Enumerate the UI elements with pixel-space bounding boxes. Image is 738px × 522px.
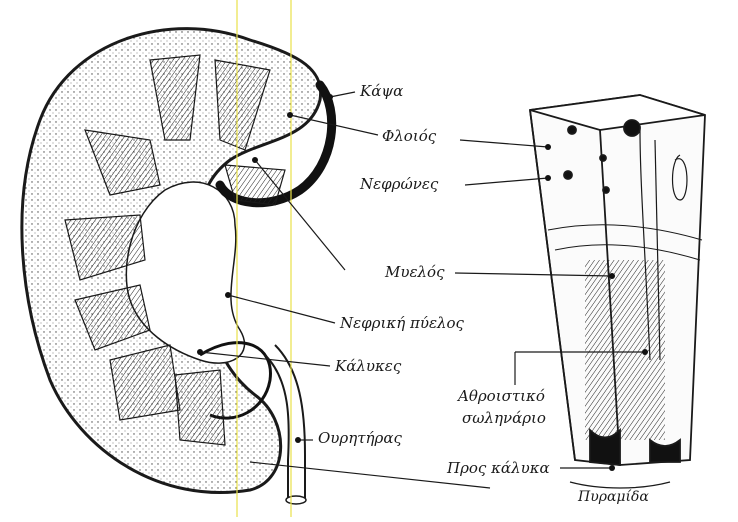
label-ureter: Ουρητήρας [318,430,402,447]
leader-medulla-left [255,160,345,270]
label-calyces: Κάλυκες [335,358,401,375]
label-pyramid: Πυραμίδα [578,490,649,505]
leader-nephron-2 [465,178,548,185]
leader-pelvis [228,295,335,323]
leader-capsule [330,92,355,97]
label-collecting-duct-1: Αθροιστικό [458,388,545,405]
pyramid-brace [570,482,670,488]
label-renal-pelvis: Νεφρική πύελος [340,315,464,332]
label-nephrons: Νεφρώνες [360,176,438,193]
label-capsule: Κάψα [360,83,403,100]
pyramid-7 [175,370,225,445]
nephron-block [530,95,705,465]
label-to-calyx: Προς κάλυκα [447,460,550,477]
label-cortex: Φλοιός [382,128,436,145]
label-collecting-duct-2: σωληνάριο [462,410,546,427]
label-medulla: Μυελός [385,264,444,281]
